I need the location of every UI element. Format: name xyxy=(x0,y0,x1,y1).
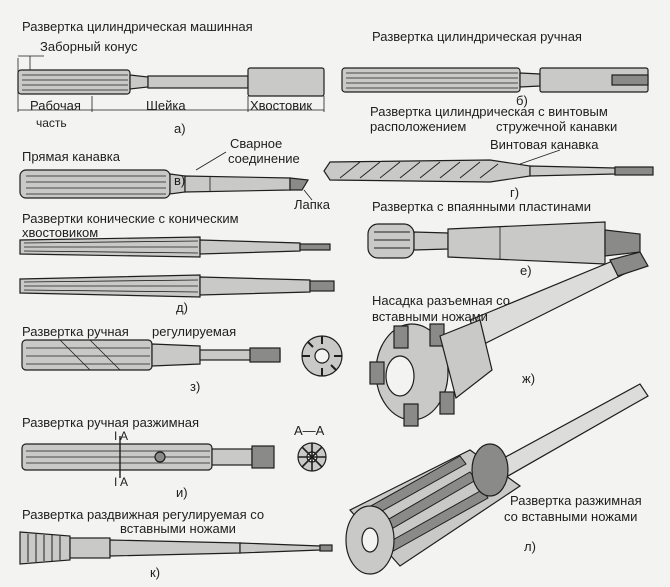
label-g-title-1: Развертка цилиндрическая с винтовым xyxy=(370,104,608,119)
reamer-g-drawing xyxy=(323,149,654,183)
reamer-z-drawing xyxy=(21,335,343,377)
reamer-zh-drawing xyxy=(369,251,649,427)
label-b: б) xyxy=(516,93,528,108)
label-weld-2: соединение xyxy=(228,151,300,166)
label-l: л) xyxy=(524,539,536,554)
label-neck: Шейка xyxy=(146,98,186,113)
label-a-title: Развертка цилиндрическая машинная xyxy=(22,19,253,34)
reamer-b-drawing xyxy=(341,67,649,93)
label-e-title: Развертка с впаянными пластинами xyxy=(372,199,592,214)
label-k: к) xyxy=(150,565,161,580)
reamer-i-drawing xyxy=(21,436,327,478)
label-l-title-2: со вставными ножами xyxy=(504,509,638,524)
label-b-title: Развертка цилиндрическая ручная xyxy=(372,29,582,44)
label-weld-1: Сварное xyxy=(230,136,283,151)
label-z: з) xyxy=(190,379,201,394)
label-d: д) xyxy=(176,300,188,315)
label-d-title-1: Развертки конические с коническим xyxy=(22,211,239,226)
label-k-title-2: вставными ножами xyxy=(120,521,236,536)
label-k-title-1: Развертка раздвижная регулируемая со xyxy=(22,507,265,522)
reamer-e-drawing xyxy=(367,221,641,265)
label-shank: Хвостовик xyxy=(250,98,313,113)
label-zh-title-1: Насадка разъемная со xyxy=(372,293,510,308)
label-tang: Лапка xyxy=(294,197,331,212)
label-straight-groove: Прямая канавка xyxy=(22,149,121,164)
label-g-title-2b: стружечной канавки xyxy=(496,119,618,134)
label-section-bottom: I A xyxy=(114,475,129,489)
label-section-top: I A xyxy=(114,429,129,443)
label-i-title: Развертка ручная разжимная xyxy=(22,415,200,430)
label-g-title-2a: расположением xyxy=(370,119,467,134)
label-i: и) xyxy=(176,485,188,500)
label-zh: ж) xyxy=(522,371,536,386)
label-working-2: часть xyxy=(36,116,67,130)
label-z-title-a: Развертка ручная xyxy=(22,324,129,339)
label-intake-cone: Заборный конус xyxy=(40,39,138,54)
reamer-l-drawing xyxy=(345,383,649,575)
reamer-d-drawing xyxy=(19,236,335,298)
label-v: в) xyxy=(174,173,186,188)
label-section-aa: А—А xyxy=(294,423,325,438)
reamer-a-drawing xyxy=(17,55,325,112)
label-d-title-2: хвостовиком xyxy=(22,225,99,240)
label-e: е) xyxy=(520,263,532,278)
reamer-k-drawing xyxy=(19,531,333,565)
label-l-title-1: Развертка разжимная xyxy=(510,493,642,508)
label-zh-title-2: вставными ножами xyxy=(372,309,488,324)
label-z-title-b: регулируемая xyxy=(152,324,237,339)
reamer-v-drawing xyxy=(19,151,313,201)
label-a: а) xyxy=(174,121,186,136)
label-working-1: Рабочая xyxy=(30,98,81,113)
label-helical-groove: Винтовая канавка xyxy=(490,137,599,152)
label-g: г) xyxy=(510,185,520,200)
